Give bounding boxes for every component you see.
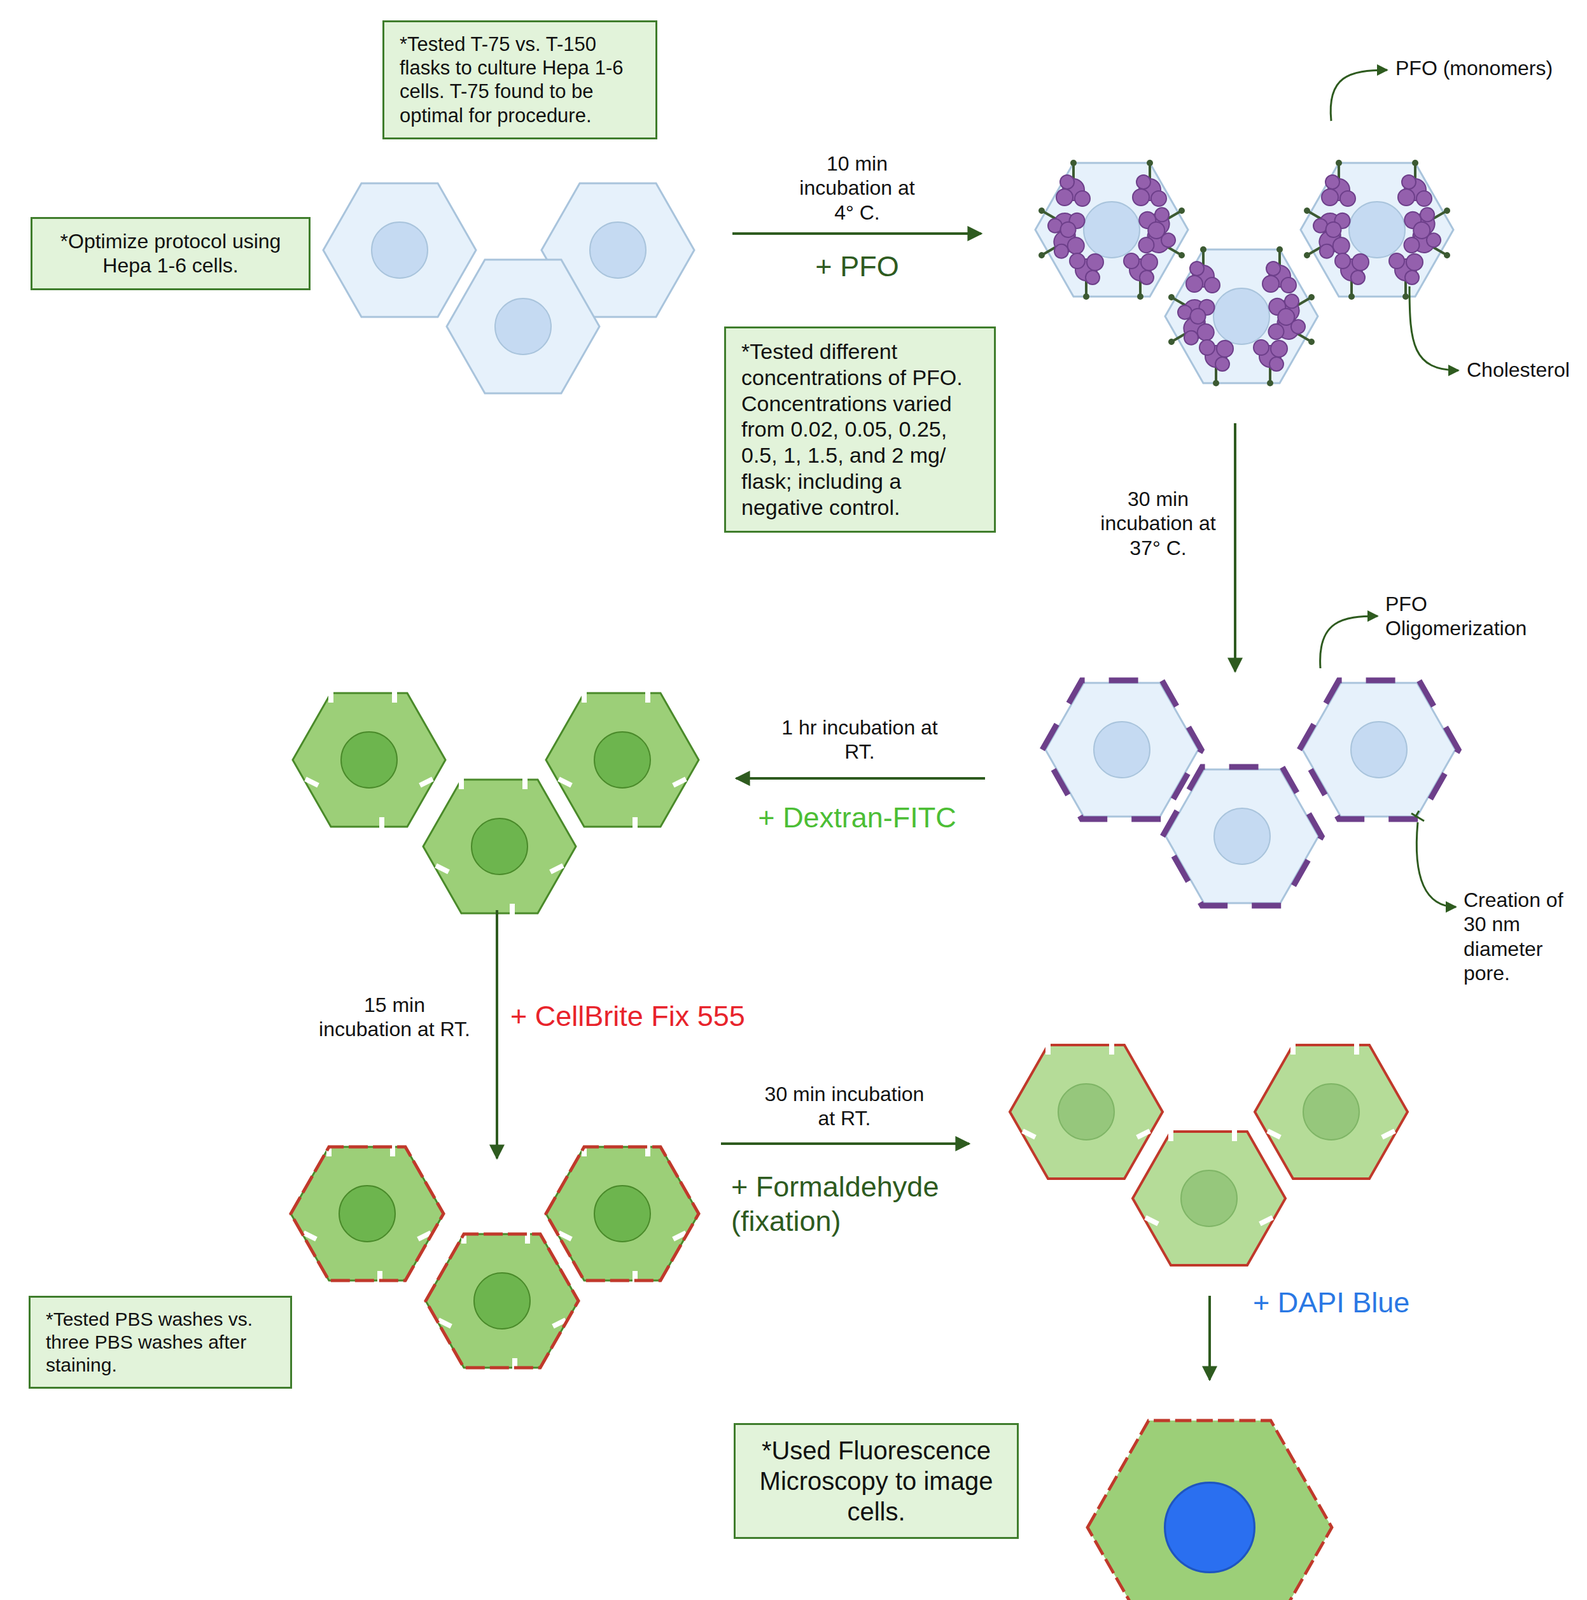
- process-arrow: [732, 232, 982, 235]
- cell: [323, 183, 476, 317]
- step-condition: 1 hr incubation at RT.: [780, 715, 940, 765]
- process-arrow: [736, 776, 986, 780]
- step-condition: 30 min incubation at 37° C.: [1094, 486, 1222, 560]
- reagent-label: + CellBrite Fix 555: [510, 999, 842, 1034]
- cell-membrane: [1087, 1420, 1332, 1600]
- fixed-cell: [1254, 1040, 1408, 1179]
- part-label: PFO (monomers): [1395, 55, 1568, 81]
- cell-with-pfo: [1030, 159, 1194, 300]
- step-condition: 10 min incubation at 4° C.: [793, 151, 921, 225]
- dextran-cell: [423, 775, 576, 918]
- fixed-cell: [1132, 1126, 1286, 1266]
- note-text: *Used Fluorescence Microscopy to image c…: [750, 1434, 1002, 1527]
- note-box: *Tested T-75 vs. T-150 flasks to culture…: [382, 20, 658, 140]
- cell-with-pfo: [1295, 159, 1459, 300]
- cell-with-pfo: [1160, 246, 1323, 387]
- cell: [446, 259, 600, 394]
- dextran-cell: [545, 688, 699, 832]
- step-condition: 15 min incubation at RT.: [314, 992, 475, 1042]
- dextran-cell: [292, 688, 446, 832]
- note-text: *Tested PBS washes vs. three PBS washes …: [45, 1307, 275, 1377]
- leader-line: [1330, 69, 1388, 121]
- note-box: *Tested different concentrations of PFO.…: [724, 326, 996, 533]
- step-condition: 30 min incubation at RT.: [761, 1081, 928, 1131]
- stained-cell: [290, 1142, 444, 1285]
- fixed-cell: [1009, 1040, 1163, 1179]
- cell-with-pores: [1162, 766, 1322, 906]
- leader-line: [1320, 615, 1378, 669]
- note-text: *Tested different concentrations of PFO.…: [741, 338, 979, 521]
- note-box: *Used Fluorescence Microscopy to image c…: [733, 1422, 1019, 1539]
- note-box: *Optimize protocol using Hepa 1-6 cells.: [30, 216, 311, 291]
- part-label: Creation of 30 nm diameter pore.: [1463, 887, 1580, 986]
- reagent-label: + DAPI Blue: [1252, 1285, 1470, 1320]
- stained-cell: [545, 1142, 699, 1285]
- cell-with-pores: [1042, 680, 1202, 819]
- leader-line: [1409, 286, 1459, 371]
- reagent-label: + Dextran-FITC: [729, 800, 985, 835]
- note-text: *Tested T-75 vs. T-150 flasks to culture…: [399, 32, 641, 128]
- stained-cell: [425, 1229, 579, 1372]
- pore-bracket: [1411, 810, 1425, 821]
- note-box: *Tested PBS washes vs. three PBS washes …: [28, 1295, 293, 1389]
- cell-with-pores: [1299, 680, 1459, 819]
- part-label: Cholesterol: [1466, 357, 1583, 382]
- cell-nucleus: [1165, 1482, 1255, 1573]
- dapi-cell: [1087, 1420, 1332, 1600]
- reagent-label: + Formaldehyde (fixation): [731, 1169, 986, 1239]
- reagent-label: + PFO: [761, 249, 953, 284]
- process-arrow: [720, 1142, 970, 1145]
- process-arrow: [1233, 423, 1237, 672]
- part-label: PFO Oligomerization: [1385, 591, 1551, 641]
- process-arrow: [495, 909, 499, 1159]
- note-text: *Optimize protocol using Hepa 1-6 cells.: [47, 229, 294, 279]
- process-arrow: [1208, 1295, 1211, 1380]
- leader-line: [1416, 822, 1456, 907]
